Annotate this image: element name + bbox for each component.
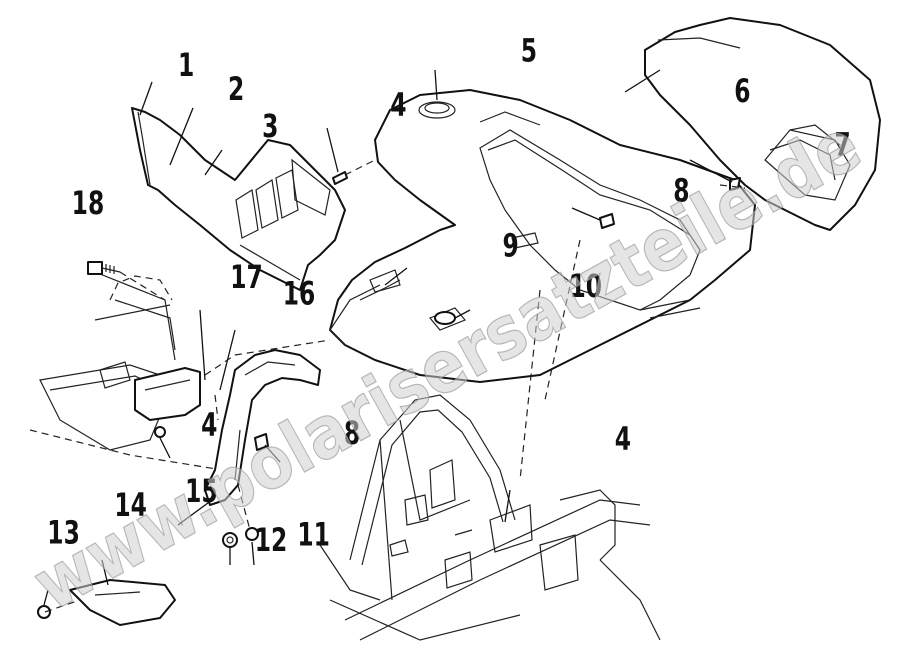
callout-3: 3	[262, 107, 278, 145]
assembly-lines	[44, 159, 746, 613]
callout-4-frame: 4	[615, 420, 631, 458]
callout-13: 13	[47, 514, 80, 552]
hardware	[37, 171, 741, 619]
clip-8-bottom	[254, 433, 269, 451]
frame-assembly	[319, 394, 661, 641]
callout-14: 14	[114, 486, 147, 524]
callout-16: 16	[283, 275, 316, 313]
bolt-18	[87, 261, 121, 275]
rear-cover	[644, 17, 881, 231]
washer-11	[245, 527, 259, 541]
callout-4-top: 4	[390, 86, 406, 124]
callout-12: 12	[255, 521, 288, 559]
nut-12	[222, 532, 238, 548]
left-side-panel	[131, 107, 346, 291]
callout-8-bottom: 8	[344, 414, 360, 452]
callout-10: 10	[569, 267, 602, 305]
callout-11: 11	[297, 516, 330, 554]
screw-13	[37, 605, 51, 619]
bolt-4-left	[154, 426, 166, 438]
front-body-cover	[329, 89, 756, 383]
callout-9: 9	[502, 227, 518, 265]
callout-5: 5	[521, 32, 537, 70]
clip-8-top	[599, 213, 615, 229]
fender-flap	[69, 349, 321, 626]
leader-lines	[43, 69, 733, 606]
callout-15: 15	[185, 472, 218, 510]
callout-6: 6	[734, 72, 750, 110]
callout-17: 17	[230, 258, 263, 296]
bolt-4-top	[332, 171, 348, 185]
callout-18: 18	[72, 184, 105, 222]
callout-2: 2	[228, 70, 244, 108]
callout-4-left: 4	[201, 406, 217, 444]
callout-labels: 1 2 3 4 4 4 5 6 7 8 8 9 10 11 12 13 14 1…	[47, 32, 850, 559]
callout-8-top: 8	[673, 172, 689, 210]
callout-1: 1	[178, 46, 194, 84]
callout-7: 7	[834, 126, 850, 164]
